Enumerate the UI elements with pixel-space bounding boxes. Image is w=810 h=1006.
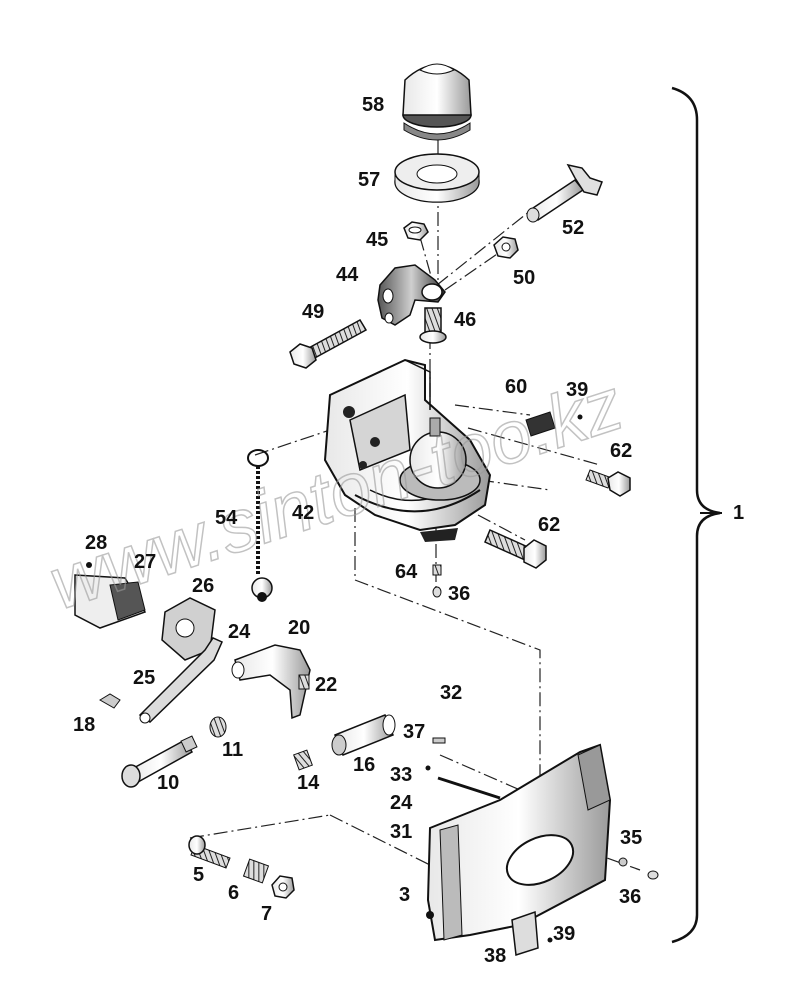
callout-3: 3 xyxy=(399,884,411,906)
callout-18: 18 xyxy=(73,714,96,736)
part-32-pin xyxy=(437,776,501,800)
callout-60: 60 xyxy=(505,376,528,398)
callout-62-upper: 62 xyxy=(610,440,633,462)
callout-46: 46 xyxy=(454,309,477,331)
part-42-coupling-housing xyxy=(323,358,492,542)
callout-42: 42 xyxy=(292,502,315,524)
callout-5: 5 xyxy=(193,864,205,886)
callout-44: 44 xyxy=(336,264,359,286)
callout-25: 25 xyxy=(133,667,156,689)
callout-58: 58 xyxy=(362,94,385,116)
part-38-plate xyxy=(511,910,553,956)
part-64-grease-nipple xyxy=(432,564,442,598)
callout-49: 49 xyxy=(302,301,325,323)
callout-39-upper: 39 xyxy=(566,379,589,401)
callout-31: 31 xyxy=(390,821,413,843)
callout-54: 54 xyxy=(215,507,238,529)
part-20-lock-lever xyxy=(231,644,311,720)
part-14-spring xyxy=(293,749,313,771)
callout-6: 6 xyxy=(228,882,240,904)
callout-22: 22 xyxy=(315,674,338,696)
part-7-nut xyxy=(271,875,295,899)
callout-20: 20 xyxy=(288,617,311,639)
callout-33: 33 xyxy=(390,764,413,786)
part-39-pin-lower xyxy=(547,937,553,943)
part-37-pin xyxy=(432,737,446,744)
callout-14: 14 xyxy=(297,772,320,794)
callout-16: 16 xyxy=(353,754,376,776)
part-57-rubber-ring xyxy=(394,153,480,203)
part-44-lever-head xyxy=(377,264,446,326)
part-58-cover-cap xyxy=(402,63,472,141)
callout-39-lower: 39 xyxy=(553,923,576,945)
callout-45: 45 xyxy=(366,229,389,251)
callout-52: 52 xyxy=(562,217,585,239)
callout-64: 64 xyxy=(395,561,418,583)
part-50-nut xyxy=(493,236,519,259)
callout-7: 7 xyxy=(261,903,273,925)
part-33-pin xyxy=(425,765,431,771)
callout-50: 50 xyxy=(513,267,536,289)
part-46-threaded-stud xyxy=(419,307,447,344)
part-45-nut xyxy=(403,221,429,241)
callout-32: 32 xyxy=(440,682,463,704)
part-22-spring xyxy=(298,674,310,690)
callout-10: 10 xyxy=(157,772,180,794)
part-25-lever-arm xyxy=(138,637,223,724)
callout-26: 26 xyxy=(192,575,215,597)
callout-36-upper: 36 xyxy=(448,583,471,605)
part-6-spring xyxy=(242,858,270,884)
callout-11: 11 xyxy=(222,739,244,761)
callout-1-assembly: 1 xyxy=(733,502,745,524)
part-62-bolt-upper xyxy=(585,469,631,497)
part-52-wing-pin xyxy=(526,163,603,223)
callout-62-lower: 62 xyxy=(538,514,561,536)
part-16-sleeve xyxy=(331,714,396,756)
part-3-mounting-frame xyxy=(426,743,612,942)
part-62-bolt-lower xyxy=(484,528,547,569)
part-36-screw-lower xyxy=(647,870,659,880)
callout-28: 28 xyxy=(85,532,108,554)
callout-27: 27 xyxy=(134,551,157,573)
part-5-bolt xyxy=(188,835,231,869)
part-49-bolt xyxy=(289,318,368,369)
part-27-cover-plate xyxy=(74,574,147,629)
part-28-screw xyxy=(86,562,92,568)
part-60-plate xyxy=(525,411,583,437)
callout-36-lower: 36 xyxy=(619,886,642,908)
part-10-pin xyxy=(121,735,198,788)
callout-57: 57 xyxy=(358,169,381,191)
callout-35: 35 xyxy=(620,827,643,849)
assembly-bracket xyxy=(671,86,721,944)
part-18-clip xyxy=(99,693,121,709)
part-35-washer xyxy=(618,857,628,867)
part-39-pin-upper xyxy=(577,414,583,420)
callout-24-lower: 24 xyxy=(390,792,413,814)
callout-24-upper: 24 xyxy=(228,621,251,643)
part-11-spring xyxy=(209,716,227,738)
callout-38: 38 xyxy=(484,945,507,967)
part-54-retaining-chain xyxy=(247,449,273,602)
part-26-bracket-plate xyxy=(161,597,216,661)
callout-37: 37 xyxy=(403,721,426,743)
